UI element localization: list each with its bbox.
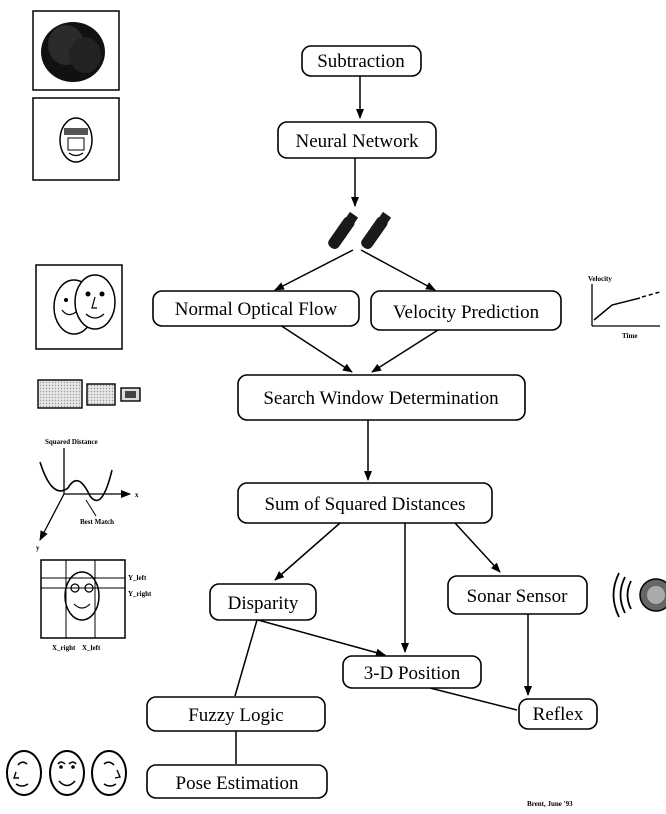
node-subtraction: Subtraction (301, 45, 422, 77)
grid-label-bottom-right: X_left (82, 644, 101, 652)
arrow-cameras-to-flow (274, 249, 354, 291)
ssd-y-axis-label: y (36, 544, 40, 552)
node-ssd: Sum of Squared Distances (237, 482, 493, 524)
label-normal-optical-flow: Normal Optical Flow (175, 299, 338, 320)
ssd-ylabel: Squared Distance (45, 438, 98, 446)
arrow-velocity-to-window (371, 329, 439, 373)
velocity-graph: Velocity Time (588, 275, 661, 340)
label-fuzzy-logic: Fuzzy Logic (188, 705, 284, 726)
face-left (6, 750, 42, 796)
node-neural-network: Neural Network (277, 121, 437, 159)
label-neural-network: Neural Network (296, 131, 419, 152)
velocity-curve (593, 297, 641, 321)
best-match-pointer (85, 499, 97, 517)
sonar-icon (612, 572, 666, 618)
face-center (49, 750, 85, 796)
label-velocity-prediction: Velocity Prediction (393, 302, 540, 323)
grid-label-bottom-left: X_right (52, 644, 76, 652)
pose-faces-image (6, 750, 127, 796)
label-ssd: Sum of Squared Distances (264, 494, 465, 515)
ssd-curve (39, 461, 113, 502)
arrow-ssd-to-sonar (454, 522, 501, 573)
line-disparity-to-fuzzy (234, 619, 258, 697)
ssd-min-label: Best Match (80, 518, 114, 526)
node-pose-estimation: Pose Estimation (146, 764, 328, 799)
overlapping-faces-image (35, 264, 123, 350)
grid-label-top-right: Y_right (128, 590, 152, 598)
ssd-axis-y (39, 493, 65, 541)
label-reflex: Reflex (533, 704, 584, 725)
label-sonar-sensor: Sonar Sensor (467, 586, 568, 607)
node-3d-position: 3-D Position (342, 655, 482, 689)
label-pose-estimation: Pose Estimation (176, 773, 299, 794)
search-window-rectangles (37, 379, 141, 409)
node-search-window: Search Window Determination (237, 374, 526, 421)
ssd-graph: Squared Distance x y Best Match (36, 438, 139, 552)
stereo-cameras-icon (328, 211, 392, 250)
arrow-disparity-to-position (257, 619, 386, 657)
connectors (234, 75, 532, 764)
arrow-ssd-to-disparity (274, 522, 341, 581)
arrow-flow-to-window (279, 324, 353, 373)
masked-face-image (32, 97, 120, 181)
velocity-ylabel: Velocity (588, 275, 612, 283)
signature: Brent, June '93 (527, 800, 573, 808)
label-3d-position: 3-D Position (364, 663, 461, 684)
node-reflex: Reflex (518, 698, 598, 730)
grid-label-top-left: Y_left (128, 574, 147, 582)
node-disparity: Disparity (209, 583, 317, 621)
node-sonar-sensor: Sonar Sensor (447, 575, 588, 615)
velocity-xlabel: Time (622, 332, 637, 340)
ssd-x-axis-label: x (135, 491, 139, 499)
label-search-window: Search Window Determination (263, 388, 499, 409)
velocity-prediction-dash (641, 291, 661, 298)
label-subtraction: Subtraction (317, 51, 405, 72)
subtraction-blob-image (32, 10, 120, 91)
node-normal-optical-flow: Normal Optical Flow (152, 290, 360, 327)
node-fuzzy-logic: Fuzzy Logic (146, 696, 326, 732)
face-grid-image: Y_left Y_right X_right X_left (40, 559, 152, 652)
line-position-to-reflex (429, 687, 518, 711)
node-velocity-prediction: Velocity Prediction (370, 290, 562, 331)
arrow-cameras-to-velocity (360, 249, 436, 291)
face-right (91, 750, 127, 796)
label-disparity: Disparity (228, 593, 299, 614)
